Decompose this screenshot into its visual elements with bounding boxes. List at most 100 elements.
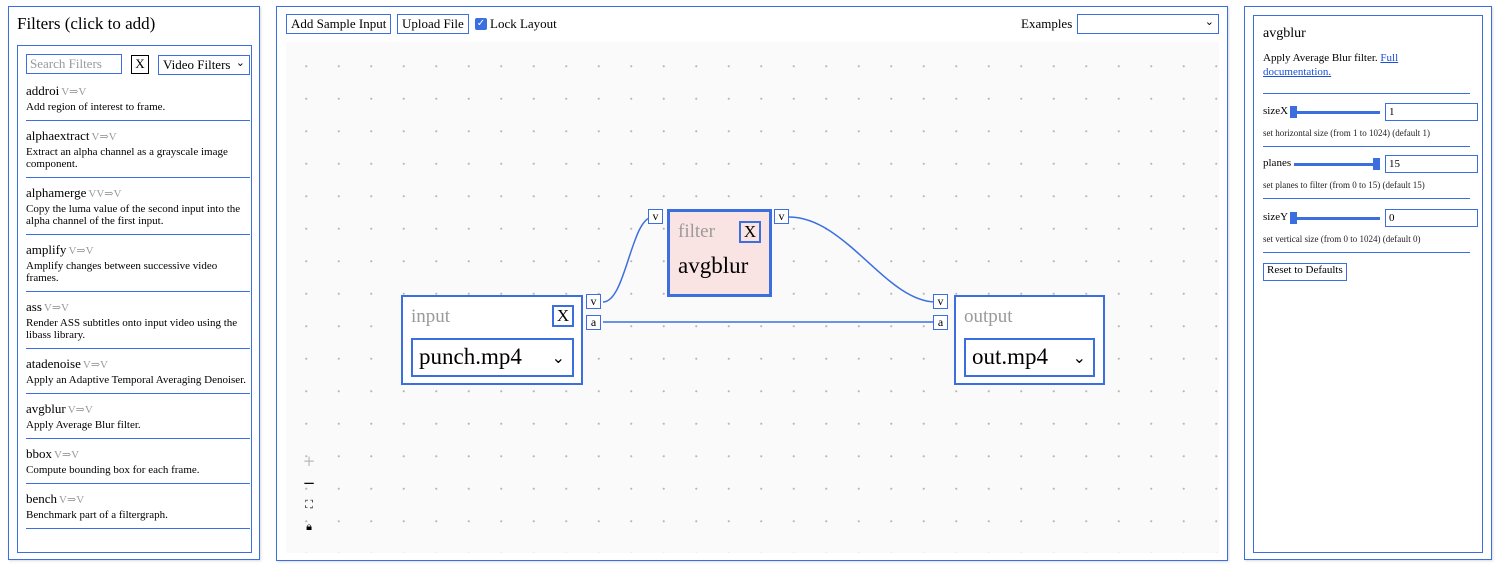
input-node[interactable]: input X punch.mp4 ⌄	[401, 295, 583, 385]
filter-description: Render ASS subtitles onto input video us…	[26, 317, 238, 341]
graph-editor-panel: Add Sample Input Upload File ✓ Lock Layo…	[276, 6, 1228, 561]
filter-signature: V⇒V	[91, 131, 117, 143]
graph-edges	[602, 216, 937, 323]
filter-signature: V⇒V	[54, 449, 80, 461]
lock-layout-label: Lock Layout	[490, 16, 557, 31]
upload-file-button[interactable]: Upload File	[397, 14, 469, 34]
filter-name-text: amplify	[26, 242, 67, 257]
output-node[interactable]: output out.mp4 ⌄	[954, 295, 1105, 385]
edge-filter-to-output-v	[788, 216, 937, 303]
examples-label: Examples	[1021, 16, 1073, 31]
filter-name-text: addroi	[26, 83, 60, 98]
slider-thumb[interactable]	[1290, 212, 1297, 224]
chevron-down-icon: ⌄	[235, 57, 245, 69]
output-file-select[interactable]: out.mp4 ⌄	[964, 338, 1095, 377]
full-documentation-link[interactable]: Full documentation.	[1263, 52, 1399, 78]
output-port-v[interactable]: v	[933, 294, 948, 309]
slider-thumb[interactable]	[1373, 158, 1380, 170]
reset-to-defaults-button[interactable]: Reset to Defaults	[1263, 263, 1347, 281]
param-value-input[interactable]	[1385, 103, 1478, 121]
param-label: sizeX	[1263, 105, 1289, 117]
graph-canvas[interactable]: input X punch.mp4 ⌄ v a filter X avgblur…	[286, 42, 1219, 553]
remove-filter-node-button[interactable]: X	[739, 221, 761, 243]
param-label: planes	[1263, 157, 1292, 169]
zoom-in-icon[interactable]: +	[302, 452, 316, 470]
filter-description: Copy the luma value of the second input …	[26, 203, 241, 227]
filter-name-text: alphaextract	[26, 128, 90, 143]
filter-description: Extract an alpha channel as a grayscale …	[26, 146, 228, 170]
filter-name-text: bench	[26, 491, 58, 506]
filter-port-out-v[interactable]: v	[774, 209, 789, 224]
examples-select[interactable]: ⌄	[1077, 14, 1219, 34]
output-file-value: out.mp4	[972, 344, 1049, 369]
lock-icon[interactable]: 🔒︎	[306, 520, 312, 533]
filter-description: Amplify changes between successive video…	[26, 260, 218, 284]
filter-node-title: filter	[678, 221, 715, 242]
filter-name-text: avgblur	[26, 401, 66, 416]
filter-category-select[interactable]: Video Filters ⌄	[158, 55, 250, 75]
divider	[1263, 252, 1470, 253]
filter-name-text: alphamerge	[26, 185, 87, 200]
param-slider[interactable]	[1294, 158, 1380, 170]
clear-search-button[interactable]: X	[131, 55, 149, 74]
input-node-title: input	[411, 306, 451, 327]
zoom-controls: + − ⛶ 🔒︎	[297, 450, 323, 538]
properties-description: Apply Average Blur filter. Full document…	[1263, 51, 1463, 79]
param-value-input[interactable]	[1385, 155, 1478, 173]
param-value-input[interactable]	[1385, 209, 1478, 227]
divider	[1263, 146, 1470, 147]
filter-description: Apply an Adaptive Temporal Averaging Den…	[26, 374, 246, 386]
filter-signature: V⇒V	[68, 245, 94, 257]
filter-signature: V⇒V	[61, 86, 87, 98]
filter-description: Benchmark part of a filtergraph.	[26, 509, 168, 521]
param-hint: set planes to filter (from 0 to 15) (def…	[1263, 180, 1425, 190]
param-hint: set vertical size (from 0 to 1024) (defa…	[1263, 234, 1421, 244]
search-filters-input[interactable]	[26, 54, 122, 74]
param-slider[interactable]	[1290, 106, 1380, 118]
edge-input-v-to-filter	[602, 216, 654, 303]
checkbox-checked-icon[interactable]: ✓	[475, 18, 487, 30]
zoom-out-icon[interactable]: −	[302, 474, 316, 492]
divider	[1263, 198, 1470, 199]
input-port-v[interactable]: v	[586, 294, 601, 309]
param-hint: set horizontal size (from 1 to 1024) (de…	[1263, 128, 1430, 138]
output-port-a[interactable]: a	[933, 315, 948, 330]
filter-description: Apply Average Blur filter.	[26, 419, 141, 431]
param-slider[interactable]	[1290, 212, 1380, 224]
filter-category-value: Video Filters	[163, 57, 231, 72]
fit-view-icon[interactable]: ⛶	[305, 498, 313, 511]
filters-panel: Filters (click to add) X Video Filters ⌄…	[8, 6, 260, 560]
input-port-a[interactable]: a	[586, 315, 601, 330]
input-file-select[interactable]: punch.mp4 ⌄	[411, 338, 574, 377]
slider-thumb[interactable]	[1290, 106, 1297, 118]
add-sample-input-button[interactable]: Add Sample Input	[286, 14, 392, 34]
filter-signature: V⇒V	[43, 302, 69, 314]
lock-layout-toggle[interactable]: ✓ Lock Layout	[475, 16, 557, 32]
properties-panel: avgblur Apply Average Blur filter. Full …	[1244, 6, 1492, 560]
filter-node[interactable]: filter X avgblur	[667, 209, 772, 297]
chevron-down-icon: ⌄	[1204, 16, 1214, 28]
filter-port-in-v[interactable]: v	[648, 209, 663, 224]
param-label: sizeY	[1263, 211, 1289, 223]
remove-input-node-button[interactable]: X	[552, 305, 574, 327]
